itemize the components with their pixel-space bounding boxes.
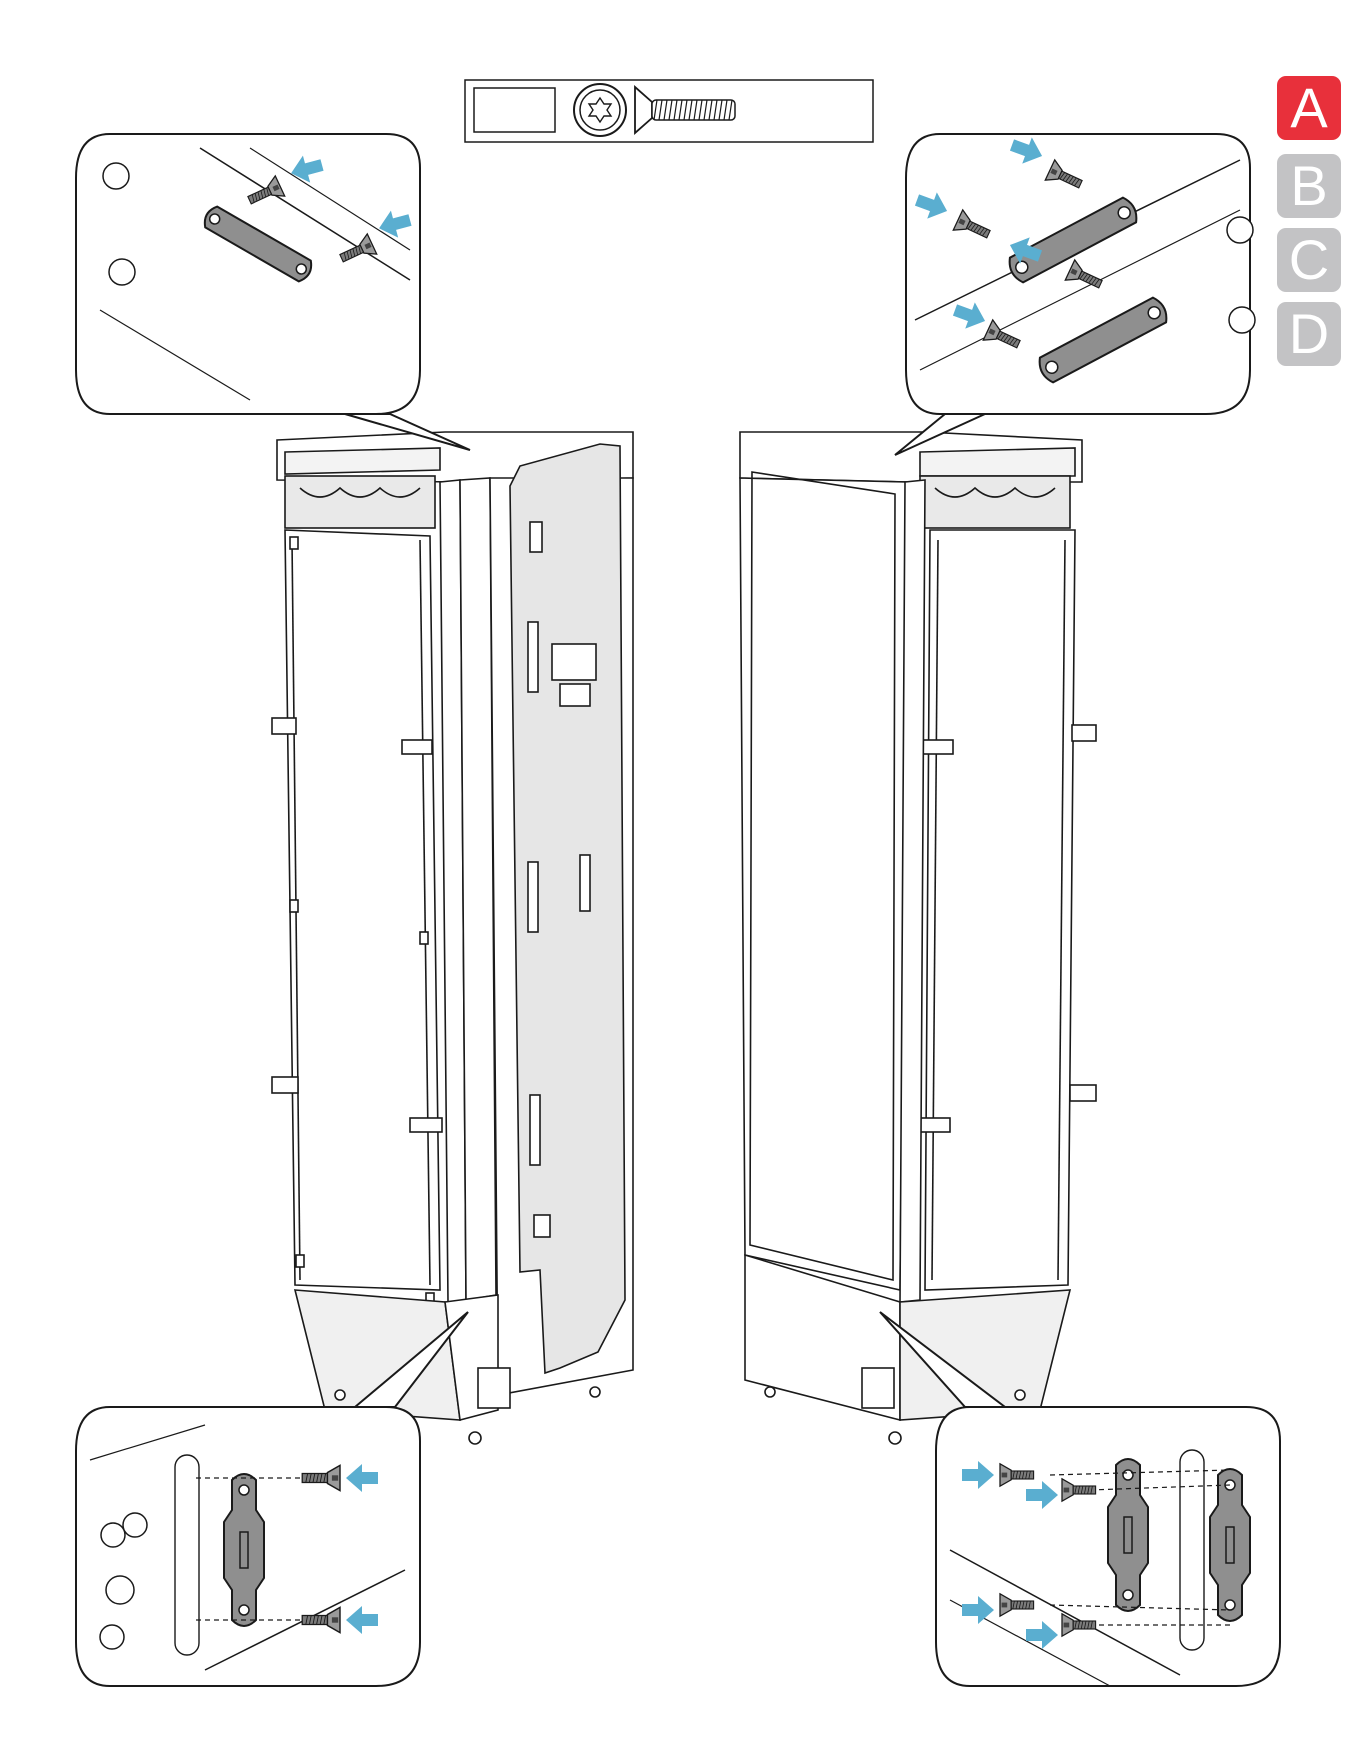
callout-top-right	[895, 132, 1255, 455]
parts-box	[465, 80, 873, 142]
callout-bottom-left	[76, 1312, 468, 1686]
torx-bit-icon	[574, 84, 626, 136]
callout-bottom-right	[880, 1312, 1280, 1686]
step-c-badge[interactable]: C	[1277, 228, 1341, 292]
step-b-badge[interactable]: B	[1277, 154, 1341, 218]
screw-count-box	[474, 88, 555, 132]
callout-top-left	[76, 134, 470, 450]
left-cabinet	[272, 432, 633, 1444]
step-d-badge[interactable]: D	[1277, 302, 1341, 366]
right-cabinet	[740, 432, 1096, 1444]
step-a-badge[interactable]: A	[1277, 76, 1341, 140]
